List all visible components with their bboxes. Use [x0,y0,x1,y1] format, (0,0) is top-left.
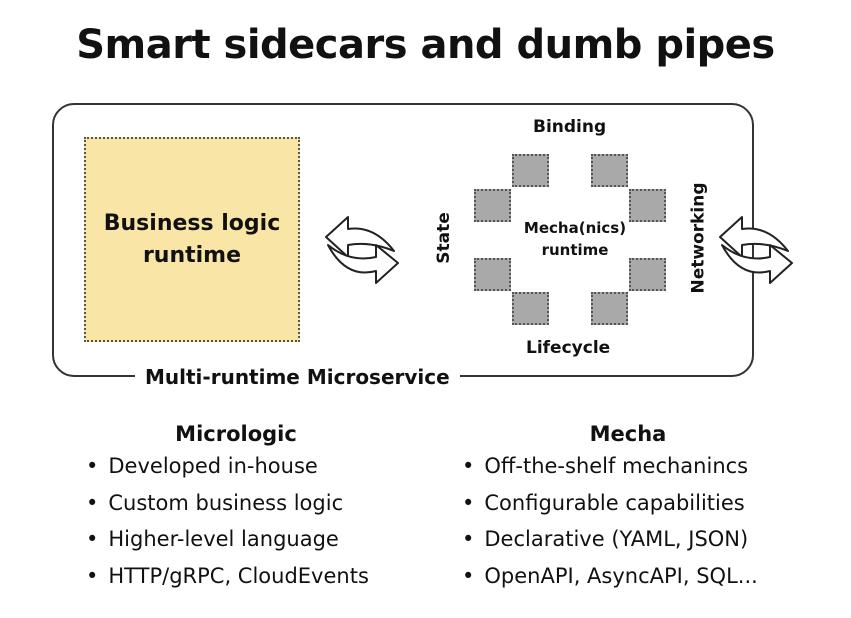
exchange-arrows-icon [325,216,399,284]
micrologic-title: Micrologic [175,422,297,446]
mecha-list: Off-the-shelf mechanincs Configurable ca… [462,448,802,594]
mecha-column: Mecha Off-the-shelf mechanincs Configura… [462,422,802,594]
mecha-block-square [474,189,511,222]
mecha-block-square [629,258,666,291]
mecha-block-square [512,154,549,187]
list-item: Custom business logic [86,485,426,522]
lifecycle-label: Lifecycle [526,338,611,358]
state-label: State [433,212,454,264]
business-logic-label-line1: Business logic [103,210,281,236]
list-item: Configurable capabilities [462,485,802,522]
business-logic-label-line2: runtime [142,242,242,268]
networking-label: Networking [688,182,709,294]
list-item: HTTP/gRPC, CloudEvents [86,558,426,595]
mecha-block-square [629,189,666,222]
page-title: Smart sidecars and dumb pipes [76,22,775,68]
business-logic-runtime-box: Business logic runtime [84,137,300,342]
mecha-block-square [512,292,549,325]
binding-label: Binding [533,117,607,137]
mecha-block-square [591,154,628,187]
list-item: Higher-level language [86,521,426,558]
list-item: Off-the-shelf mechanincs [462,448,802,485]
mecha-title: Mecha [589,422,667,446]
business-logic-label: Business logic runtime [97,208,287,272]
external-exchange-arrows-icon [719,216,793,284]
list-item: OpenAPI, AsyncAPI, SQL... [462,558,802,595]
mecha-block-square [474,258,511,291]
micrologic-column: Micrologic Developed in-house Custom bus… [86,422,426,594]
micrologic-list: Developed in-house Custom business logic… [86,448,426,594]
list-item: Developed in-house [86,448,426,485]
mecha-runtime-label: Mecha(nics) runtime [500,217,650,261]
mecha-runtime-label-line2: runtime [541,241,609,259]
list-item: Declarative (YAML, JSON) [462,521,802,558]
mecha-block-square [591,292,628,325]
mecha-runtime-label-line1: Mecha(nics) [523,219,627,237]
frame-label: Multi-runtime Microservice [135,365,460,389]
